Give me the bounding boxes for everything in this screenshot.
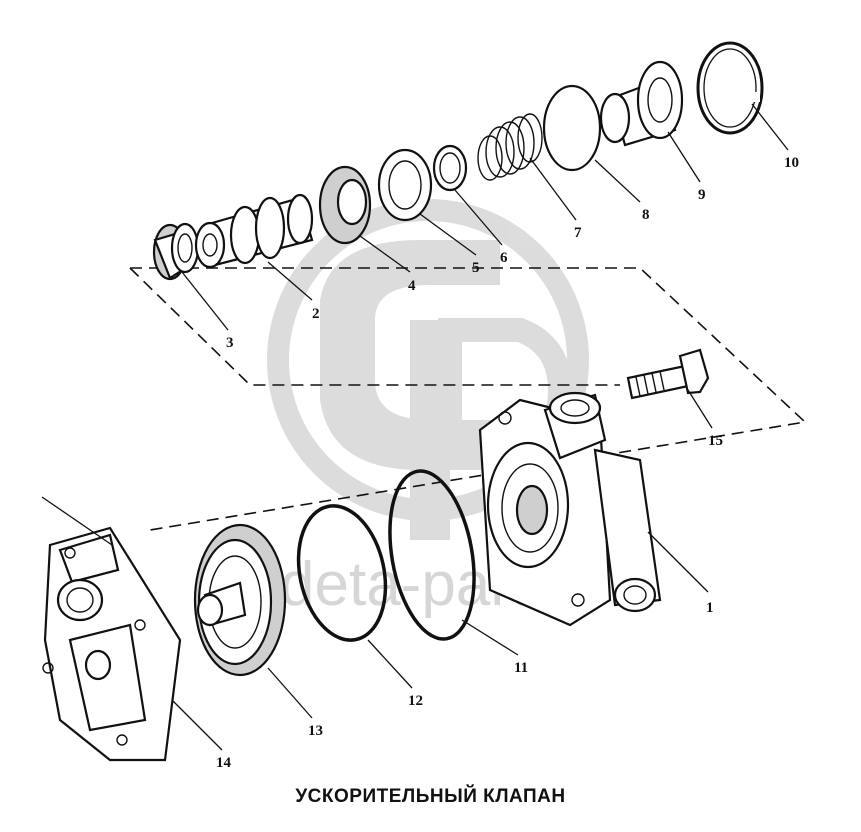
callout-7: 7: [574, 225, 582, 241]
diagram-caption: УСКОРИТЕЛЬНЫЙ КЛАПАН: [295, 786, 566, 807]
part-2-piston: [194, 193, 314, 269]
callout-6: 6: [500, 250, 508, 266]
part-12-o-ring: [296, 504, 388, 642]
part-13-diaphragm: [193, 523, 287, 677]
callout-9: 9: [698, 187, 706, 203]
part-6-ring: [432, 144, 468, 192]
callout-13: 13: [308, 723, 323, 739]
part-9-sleeve: [599, 60, 684, 147]
callout-3: 3: [226, 335, 234, 351]
part-15-bolt: [626, 348, 710, 400]
callout-4: 4: [408, 278, 416, 294]
part-5-washer: [377, 148, 433, 222]
part-4-seal: [318, 165, 372, 245]
callout-1: 1: [706, 600, 714, 616]
part-10-snap-ring: [696, 41, 764, 135]
callout-12: 12: [408, 693, 423, 709]
part-3-bushing: [152, 222, 200, 281]
part-1-valve-body: [478, 391, 662, 627]
part-11-o-ring: [388, 469, 476, 641]
part-7-spring: [477, 113, 543, 181]
leader-lines: [41, 103, 789, 751]
part-8-o-ring: [542, 84, 602, 172]
callout-2: 2: [312, 306, 320, 322]
callout-5: 5: [472, 260, 480, 276]
callout-15: 15: [708, 433, 723, 449]
part-14-cover: [42, 526, 182, 762]
callout-14: 14: [216, 755, 232, 771]
callout-10: 10: [784, 155, 799, 171]
callout-8: 8: [642, 207, 650, 223]
assembly-dashed-outline: [129, 267, 807, 531]
callout-11: 11: [514, 660, 528, 676]
watermark-logo: [267, 199, 589, 540]
